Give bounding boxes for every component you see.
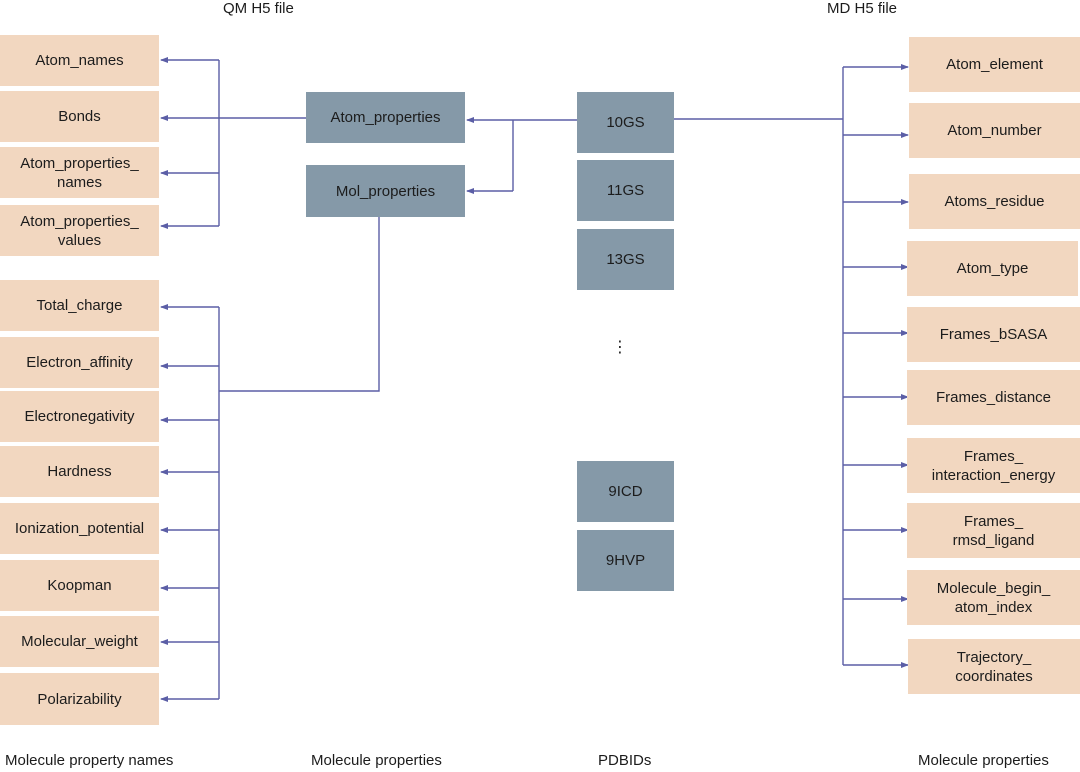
pdbid-box: 9HVP bbox=[577, 530, 674, 591]
footer-md-molecule-properties: Molecule properties bbox=[918, 752, 1049, 769]
atom-properties-group: Atom_properties bbox=[306, 92, 465, 143]
md-property-box: Atoms_residue bbox=[909, 174, 1080, 229]
mol-property-name-box: Ionization_potential bbox=[0, 503, 159, 554]
qm-file-header: QM H5 file bbox=[223, 0, 294, 17]
pdbid-box: 10GS bbox=[577, 92, 674, 153]
pdbid-box: 13GS bbox=[577, 229, 674, 290]
mol-properties-group: Mol_properties bbox=[306, 165, 465, 217]
footer-pdbids: PDBIDs bbox=[598, 752, 652, 769]
md-property-box: Frames_bSASA bbox=[907, 307, 1080, 362]
mol-property-name-box: Total_charge bbox=[0, 280, 159, 331]
ellipsis-more-pdbids: ⋮ bbox=[612, 339, 628, 356]
md-property-box: Atom_number bbox=[909, 103, 1080, 158]
mol-property-name-box: Electronegativity bbox=[0, 391, 159, 442]
pdbid-box: 9ICD bbox=[577, 461, 674, 522]
mol-property-name-box: Polarizability bbox=[0, 673, 159, 725]
mol-property-name-box: Koopman bbox=[0, 560, 159, 611]
md-property-box: Frames_ interaction_energy bbox=[907, 438, 1080, 493]
md-property-box: Molecule_begin_ atom_index bbox=[907, 570, 1080, 625]
atom-property-name-box: Atom_properties_ values bbox=[0, 205, 159, 256]
md-property-box: Trajectory_ coordinates bbox=[908, 639, 1080, 694]
md-property-box: Frames_distance bbox=[907, 370, 1080, 425]
mol-property-name-box: Hardness bbox=[0, 446, 159, 497]
pdbid-box: 11GS bbox=[577, 160, 674, 221]
atom-property-name-box: Atom_properties_ names bbox=[0, 147, 159, 198]
footer-molecule-property-names: Molecule property names bbox=[5, 752, 174, 769]
md-property-box: Atom_element bbox=[909, 37, 1080, 92]
atom-property-name-box: Atom_names bbox=[0, 35, 159, 86]
mol-property-name-box: Molecular_weight bbox=[0, 616, 159, 667]
connector-mol-properties-down bbox=[219, 217, 380, 392]
md-file-header: MD H5 file bbox=[827, 0, 898, 17]
atom-property-name-box: Bonds bbox=[0, 91, 159, 142]
footer-qm-molecule-properties: Molecule properties bbox=[311, 752, 442, 769]
mol-property-name-box: Electron_affinity bbox=[0, 337, 159, 388]
md-property-box: Frames_ rmsd_ligand bbox=[907, 503, 1080, 558]
md-property-box: Atom_type bbox=[907, 241, 1078, 296]
